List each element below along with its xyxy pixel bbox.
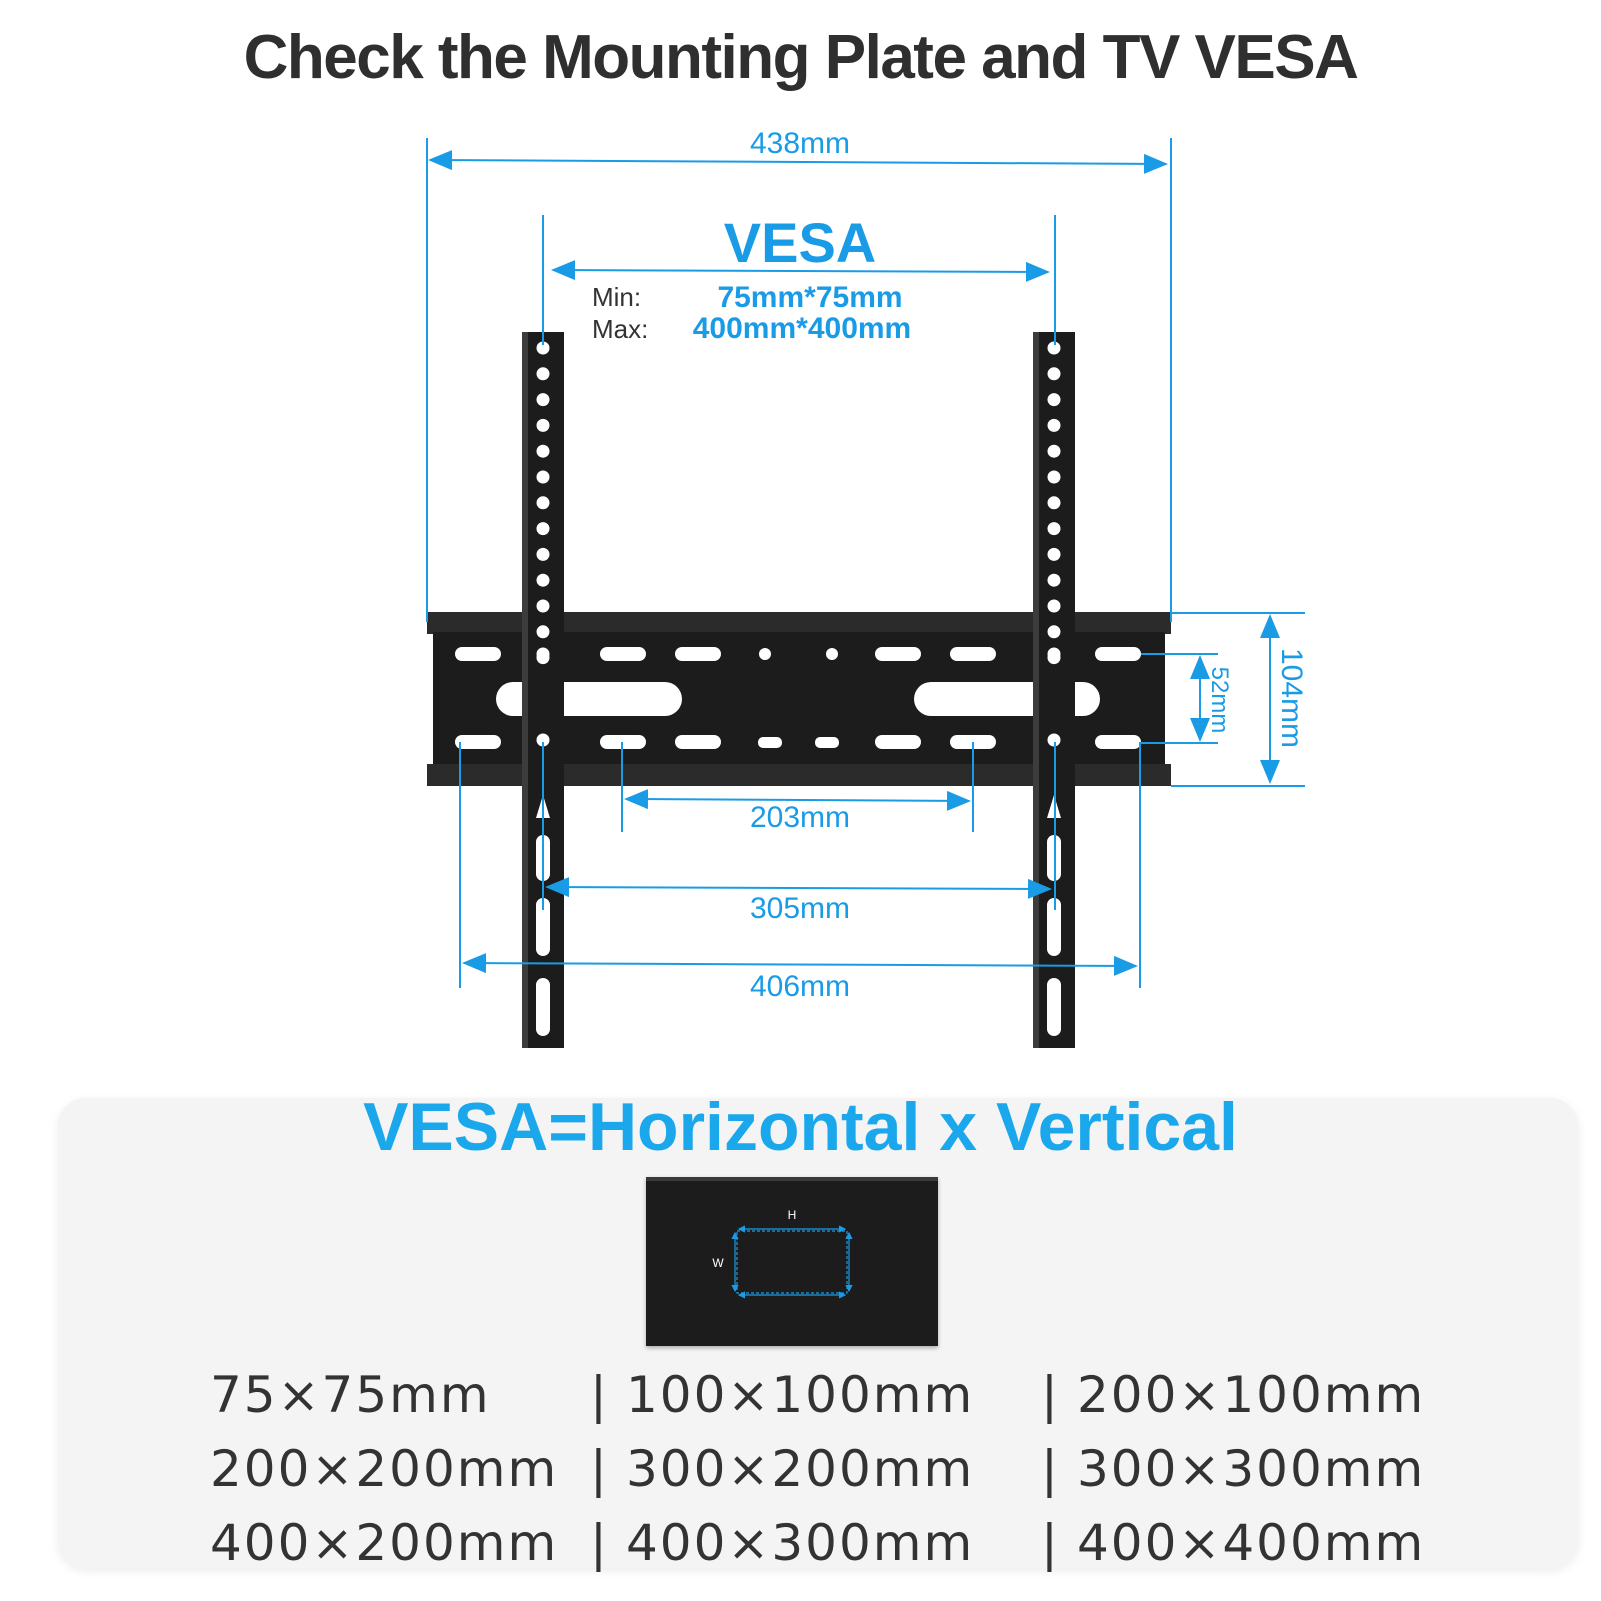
vesa-size-list: 75×75mm | 100×100mm | 200×100mm 200×200mm | 30… xyxy=(210,1358,1425,1580)
size-row: 200×200mm | 300×200mm | 300×300mm xyxy=(210,1432,1425,1506)
vesa-max-label: Max: xyxy=(592,314,648,344)
mount-hole xyxy=(536,522,550,536)
tv-back-illustration: H W xyxy=(646,1177,938,1346)
size-item: 400×400mm xyxy=(1077,1514,1426,1572)
mount-hole xyxy=(1047,367,1061,381)
size-separator: | xyxy=(590,1440,609,1498)
mount-hole xyxy=(1047,573,1061,587)
size-item: 400×300mm xyxy=(626,1514,975,1572)
tv-h-label: H xyxy=(788,1208,797,1222)
size-separator: | xyxy=(1041,1440,1060,1498)
mount-hole xyxy=(536,733,550,747)
size-row: 400×200mm | 400×300mm | 400×400mm xyxy=(210,1506,1425,1580)
size-separator: | xyxy=(1041,1514,1060,1572)
size-item: 75×75mm xyxy=(210,1366,491,1424)
mount-hole xyxy=(536,573,550,587)
tv-vesa-diagram: H W xyxy=(712,1208,853,1299)
mount-hole xyxy=(1047,625,1061,639)
vesa-min-label: Min: xyxy=(592,282,641,312)
mount-hole xyxy=(536,367,550,381)
mount-hole xyxy=(1047,733,1061,747)
mount-hole xyxy=(1047,647,1061,661)
mount-hole xyxy=(1047,444,1061,458)
vesa-max-value: 400mm*400mm xyxy=(693,312,911,345)
mount-hole xyxy=(1047,547,1061,561)
mount-hole xyxy=(536,496,550,510)
mount-hole xyxy=(1047,393,1061,407)
mount-hole xyxy=(536,547,550,561)
size-item: 200×200mm xyxy=(210,1440,559,1498)
vesa-min-value: 75mm*75mm xyxy=(717,281,902,314)
vesa-formula: VESA=Horizontal x Vertical xyxy=(363,1089,1238,1165)
mount-hole xyxy=(1047,496,1061,510)
mount-hole xyxy=(536,393,550,407)
page-title: Check the Mounting Plate and TV VESA xyxy=(243,23,1359,92)
mount-hole xyxy=(536,625,550,639)
size-item: 100×100mm xyxy=(626,1366,975,1424)
mount-diagram: 438mm VESA Min: 75mm*75mm Max: 400mm*400… xyxy=(426,127,1308,1048)
dim-203: 203mm xyxy=(750,801,850,834)
mount-hole xyxy=(536,599,550,613)
size-item: 200×100mm xyxy=(1077,1366,1426,1424)
tv-w-label: W xyxy=(712,1256,724,1270)
mount-hole xyxy=(1047,470,1061,484)
left-arm xyxy=(522,332,564,1048)
mount-hole xyxy=(536,647,550,661)
size-separator: | xyxy=(1041,1366,1060,1424)
size-item: 300×200mm xyxy=(626,1440,975,1498)
mount-hole xyxy=(1047,599,1061,613)
mount-hole xyxy=(536,444,550,458)
mount-hole xyxy=(1047,341,1061,355)
dim-104: 104mm xyxy=(1275,648,1308,748)
vesa-heading: VESA xyxy=(724,211,877,274)
dim-305: 305mm xyxy=(750,892,850,925)
dim-406: 406mm xyxy=(750,970,850,1003)
mount-hole xyxy=(1047,522,1061,536)
dim-438: 438mm xyxy=(750,127,850,160)
right-arm xyxy=(1033,332,1075,1048)
size-separator: | xyxy=(590,1366,609,1424)
mount-hole xyxy=(536,341,550,355)
size-separator: | xyxy=(590,1514,609,1572)
dim-52: 52mm xyxy=(1206,667,1233,734)
size-item: 300×300mm xyxy=(1077,1440,1426,1498)
mount-hole xyxy=(536,470,550,484)
size-row: 75×75mm | 100×100mm | 200×100mm xyxy=(210,1358,1425,1432)
mount-hole xyxy=(536,418,550,432)
size-item: 400×200mm xyxy=(210,1514,559,1572)
mount-hole xyxy=(1047,418,1061,432)
